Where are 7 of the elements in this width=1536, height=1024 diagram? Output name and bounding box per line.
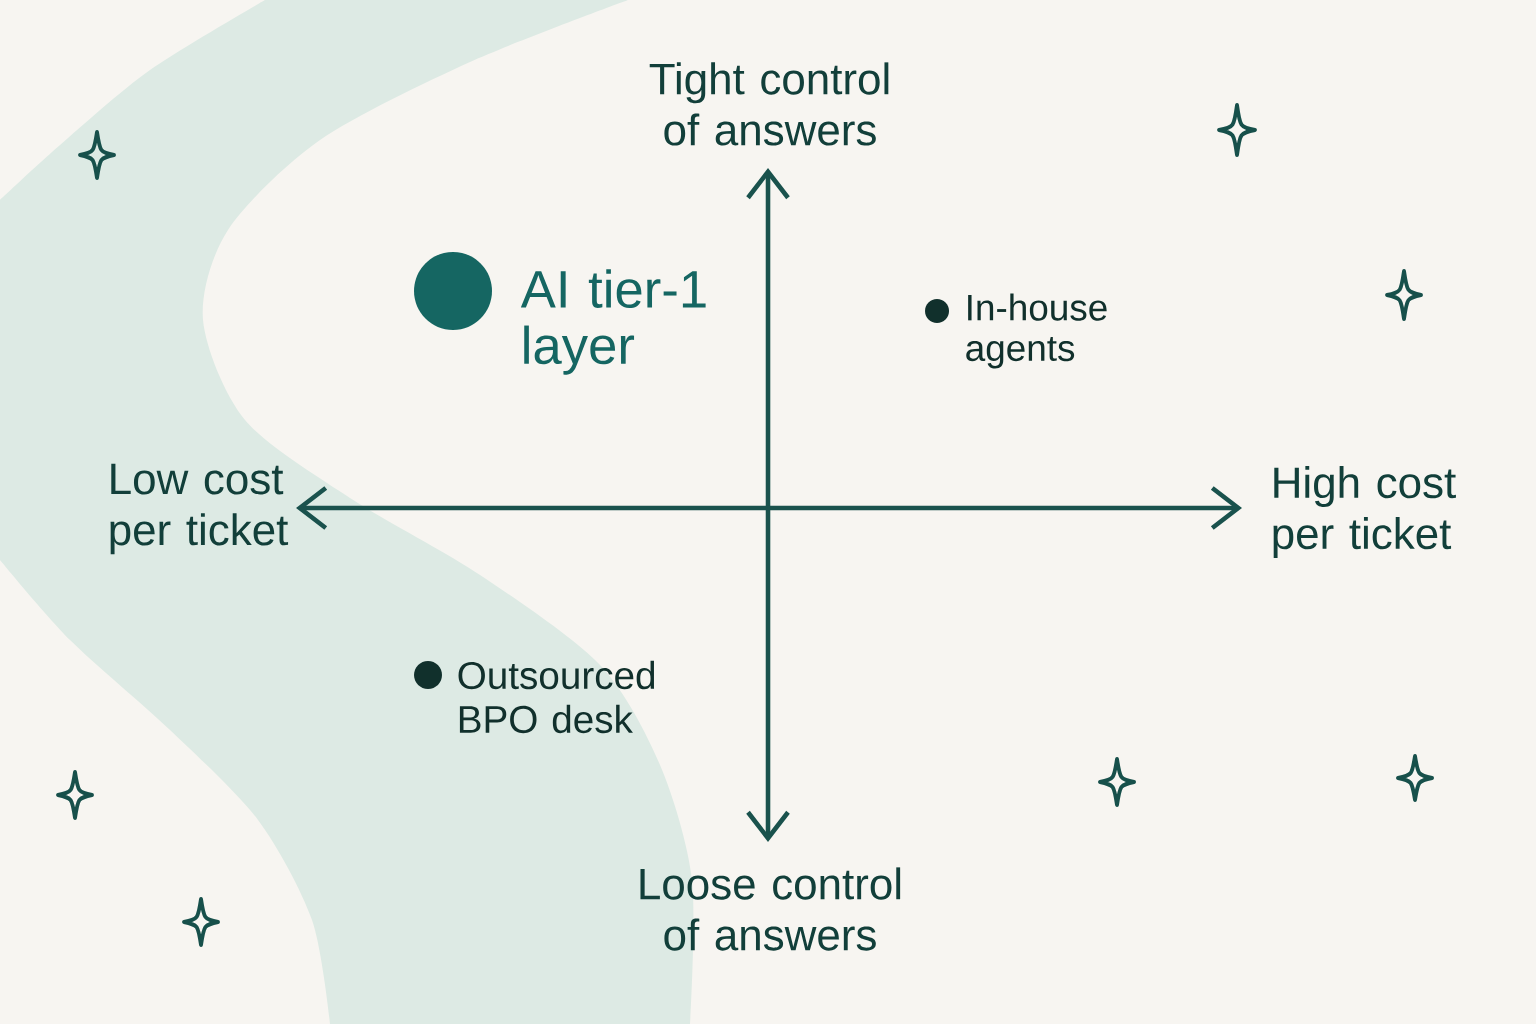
- axis-label: Low cost per ticket: [110, 463, 289, 555]
- point-label: AI tier-1 layer: [520, 269, 706, 375]
- axis-label: Loose control of answers: [640, 867, 901, 951]
- axis-label: Tight control of answers: [649, 62, 889, 146]
- point-label: Outsourced BPO desk: [458, 660, 655, 734]
- axis-label: High cost per ticket: [1273, 466, 1456, 558]
- point-label: In-house agents: [966, 293, 1107, 369]
